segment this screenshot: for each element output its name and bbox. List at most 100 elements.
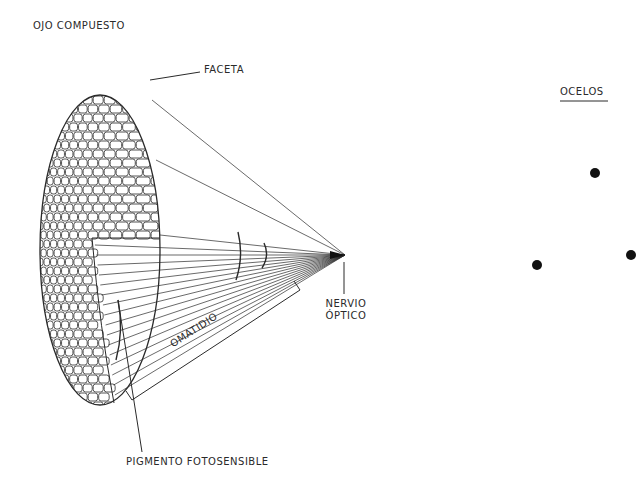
facet-cell (104, 168, 115, 176)
facet-cell (79, 375, 88, 383)
facet-cell (83, 168, 92, 176)
facet-cell (83, 258, 92, 266)
facet-cell (93, 330, 103, 338)
leader-line (150, 72, 200, 80)
facet-cell (88, 159, 98, 167)
facet-cell (99, 159, 109, 167)
facet-cell (58, 312, 65, 320)
facet-cell (47, 231, 53, 239)
facet-cell (62, 285, 69, 293)
facet-cell (93, 402, 103, 410)
facet-cell (41, 231, 46, 239)
facet-cell (44, 348, 50, 356)
facet-cell (136, 159, 150, 167)
ommatidium-line (114, 255, 345, 385)
facet-cell (62, 267, 69, 275)
facet-cell (51, 312, 57, 320)
facet-cell (54, 105, 60, 113)
facet-cell (62, 303, 69, 311)
facet-cell (83, 348, 92, 356)
facet-cell (88, 123, 98, 131)
facet-cell (93, 186, 103, 194)
facet-cell (47, 303, 53, 311)
facet-cell (74, 402, 82, 410)
facet-cell (104, 150, 115, 158)
facet-cell (41, 357, 46, 365)
ommatidium-line (95, 245, 345, 255)
facet-cell (47, 393, 53, 401)
facet-cell (88, 321, 98, 329)
facet-cell (54, 213, 60, 221)
facet-cell (65, 96, 72, 104)
facet-cell (110, 105, 121, 113)
facet-cell (93, 204, 103, 212)
facet-cell (99, 393, 109, 401)
facet-cell (51, 258, 57, 266)
facet-cell (41, 105, 46, 113)
facet-cell (65, 348, 72, 356)
facet-cell (58, 96, 65, 104)
facet-cell (83, 384, 92, 392)
facet-cell (79, 123, 88, 131)
facet-cell (58, 168, 65, 176)
facet-cell (83, 276, 92, 284)
facet-cell (65, 150, 72, 158)
facet-cell (93, 132, 103, 140)
facet-cell (51, 366, 57, 374)
facet-cell (70, 123, 78, 131)
facet-cell (116, 222, 128, 230)
facet-cell (62, 177, 69, 185)
facet-cell (136, 105, 150, 113)
facet-cell (104, 222, 115, 230)
facet-cell (88, 105, 98, 113)
facet-cell (38, 384, 43, 392)
facet-cell (70, 177, 78, 185)
facet-cell (70, 339, 78, 347)
facet-cell (44, 240, 50, 248)
facet-cell (88, 141, 98, 149)
ommatidium-line (112, 255, 345, 375)
facet-cell (129, 96, 142, 104)
facet-cell (62, 249, 69, 257)
ommatidium-line (115, 255, 345, 395)
facet-cell (47, 213, 53, 221)
facet-cell (70, 159, 78, 167)
facet-cell (51, 222, 57, 230)
facet-cell (79, 267, 88, 275)
facet-cell (143, 150, 157, 158)
facet-cell (51, 96, 57, 104)
ocellus-dot (532, 260, 542, 270)
facet-cell (93, 114, 103, 122)
facet-cell (110, 177, 121, 185)
facet-cell (74, 312, 82, 320)
facet-cell (51, 330, 57, 338)
facet-cell (123, 177, 136, 185)
facet-cell (44, 402, 50, 410)
facet-cell (129, 186, 142, 194)
facet-cell (93, 384, 103, 392)
facet-cell (58, 276, 65, 284)
facet-cell (65, 312, 72, 320)
facet-cell (51, 114, 57, 122)
facet-cell (47, 357, 53, 365)
facet-cell (44, 204, 50, 212)
facet-cell (79, 357, 88, 365)
facet-cell (38, 132, 43, 140)
facet-cell (93, 312, 103, 320)
facet-cell (54, 231, 60, 239)
facet-cell (99, 213, 109, 221)
leader-lines (118, 72, 608, 452)
facet-cell (74, 348, 82, 356)
facet-cell (83, 222, 92, 230)
facet-cell (74, 330, 82, 338)
part-label: FACETA (204, 64, 244, 76)
facet-cell (83, 186, 92, 194)
facet-cell (54, 249, 60, 257)
facet-cell (65, 132, 72, 140)
facet-cell (83, 114, 92, 122)
facet-cell (123, 213, 136, 221)
facet-cell (79, 339, 88, 347)
facet-cell (93, 96, 103, 104)
facet-cell (93, 366, 103, 374)
